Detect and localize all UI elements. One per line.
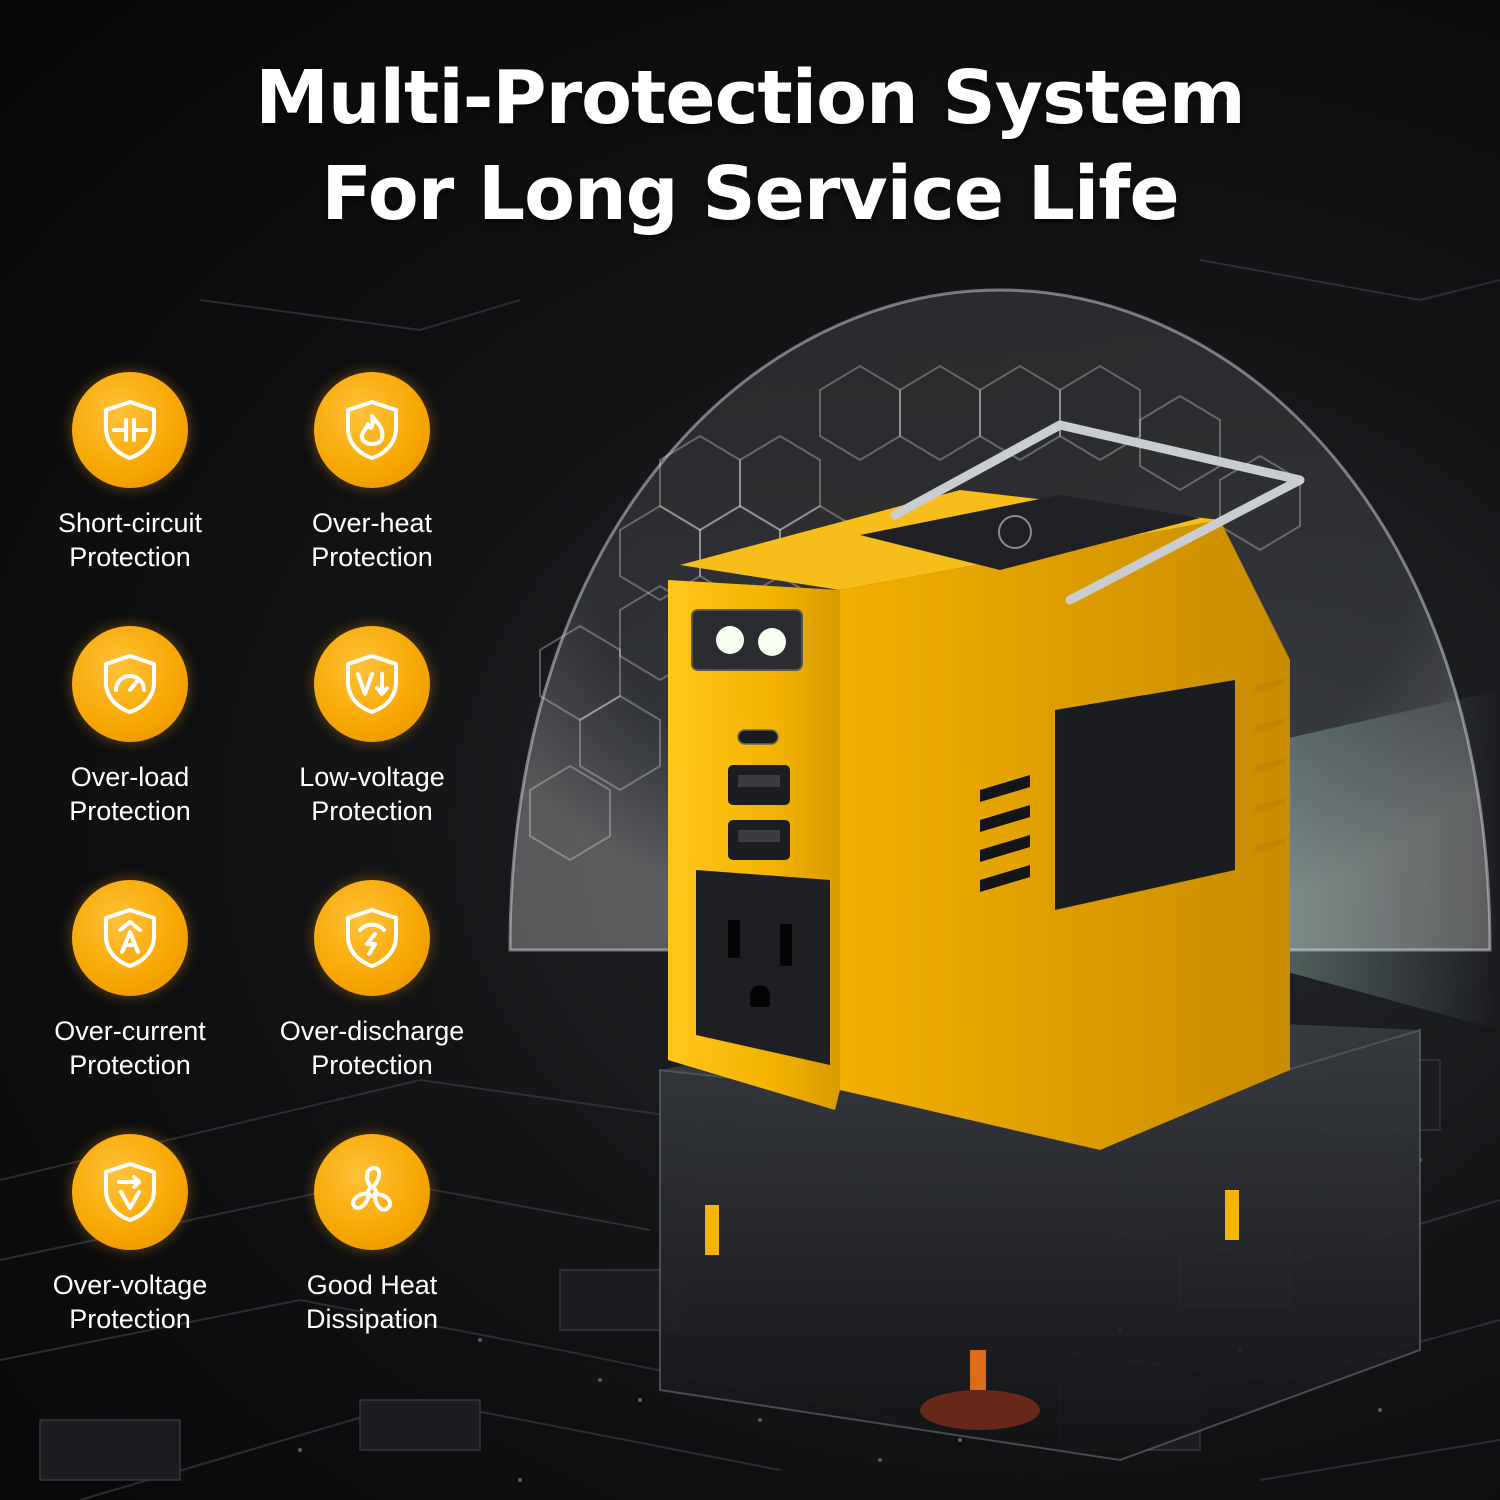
feature-label-line1: Good Heat [306,1270,438,1300]
feature-label-line1: Over-voltage [52,1270,208,1300]
low-voltage-icon [314,626,430,742]
feature-label-line2: Protection [69,1050,191,1080]
feature-over-voltage: Over-voltage Protection [10,1134,250,1336]
feature-label-line1: Short-circuit [57,508,203,538]
feature-label-line1: Over-load [70,762,190,792]
headline: Multi-Protection System For Long Service… [0,50,1500,242]
feature-low-voltage: Low-voltage Protection [252,626,492,828]
over-heat-icon [314,372,430,488]
usb-c-port [737,729,779,745]
feature-label-line1: Over-discharge [279,1016,465,1046]
feature-label-line2: Protection [311,1050,433,1080]
feature-over-heat: Over-heat Protection [252,372,492,574]
over-voltage-icon [72,1134,188,1250]
ac-outlet [696,870,830,1065]
carry-handle [890,420,1305,605]
over-current-icon [72,880,188,996]
usb-a-ports [728,765,790,860]
feature-over-discharge: Over-discharge Protection [252,880,492,1082]
feature-label-line2: Protection [69,1304,191,1334]
feature-over-load: Over-load Protection [10,626,250,828]
feature-label-line1: Over-heat [311,508,433,538]
headline-line1: Multi-Protection System [255,55,1245,141]
headline-line2: For Long Service Life [321,151,1179,237]
feature-over-current: Over-current Protection [10,880,250,1082]
over-discharge-icon [314,880,430,996]
feature-label-line2: Protection [311,796,433,826]
feature-label-line2: Protection [69,796,191,826]
feature-label-line2: Protection [311,542,433,572]
feature-label-line1: Low-voltage [299,762,445,792]
over-load-icon [72,626,188,742]
feature-label-line2: Protection [69,542,191,572]
feature-heat-dissipation: Good Heat Dissipation [252,1134,492,1336]
power-inverter-product [508,288,1500,1462]
led-light [691,609,803,671]
short-circuit-icon [72,372,188,488]
feature-short-circuit: Short-circuit Protection [10,372,250,574]
heat-dissipation-icon [314,1134,430,1250]
feature-label-line2: Dissipation [305,1304,439,1334]
feature-label-line1: Over-current [54,1016,206,1046]
